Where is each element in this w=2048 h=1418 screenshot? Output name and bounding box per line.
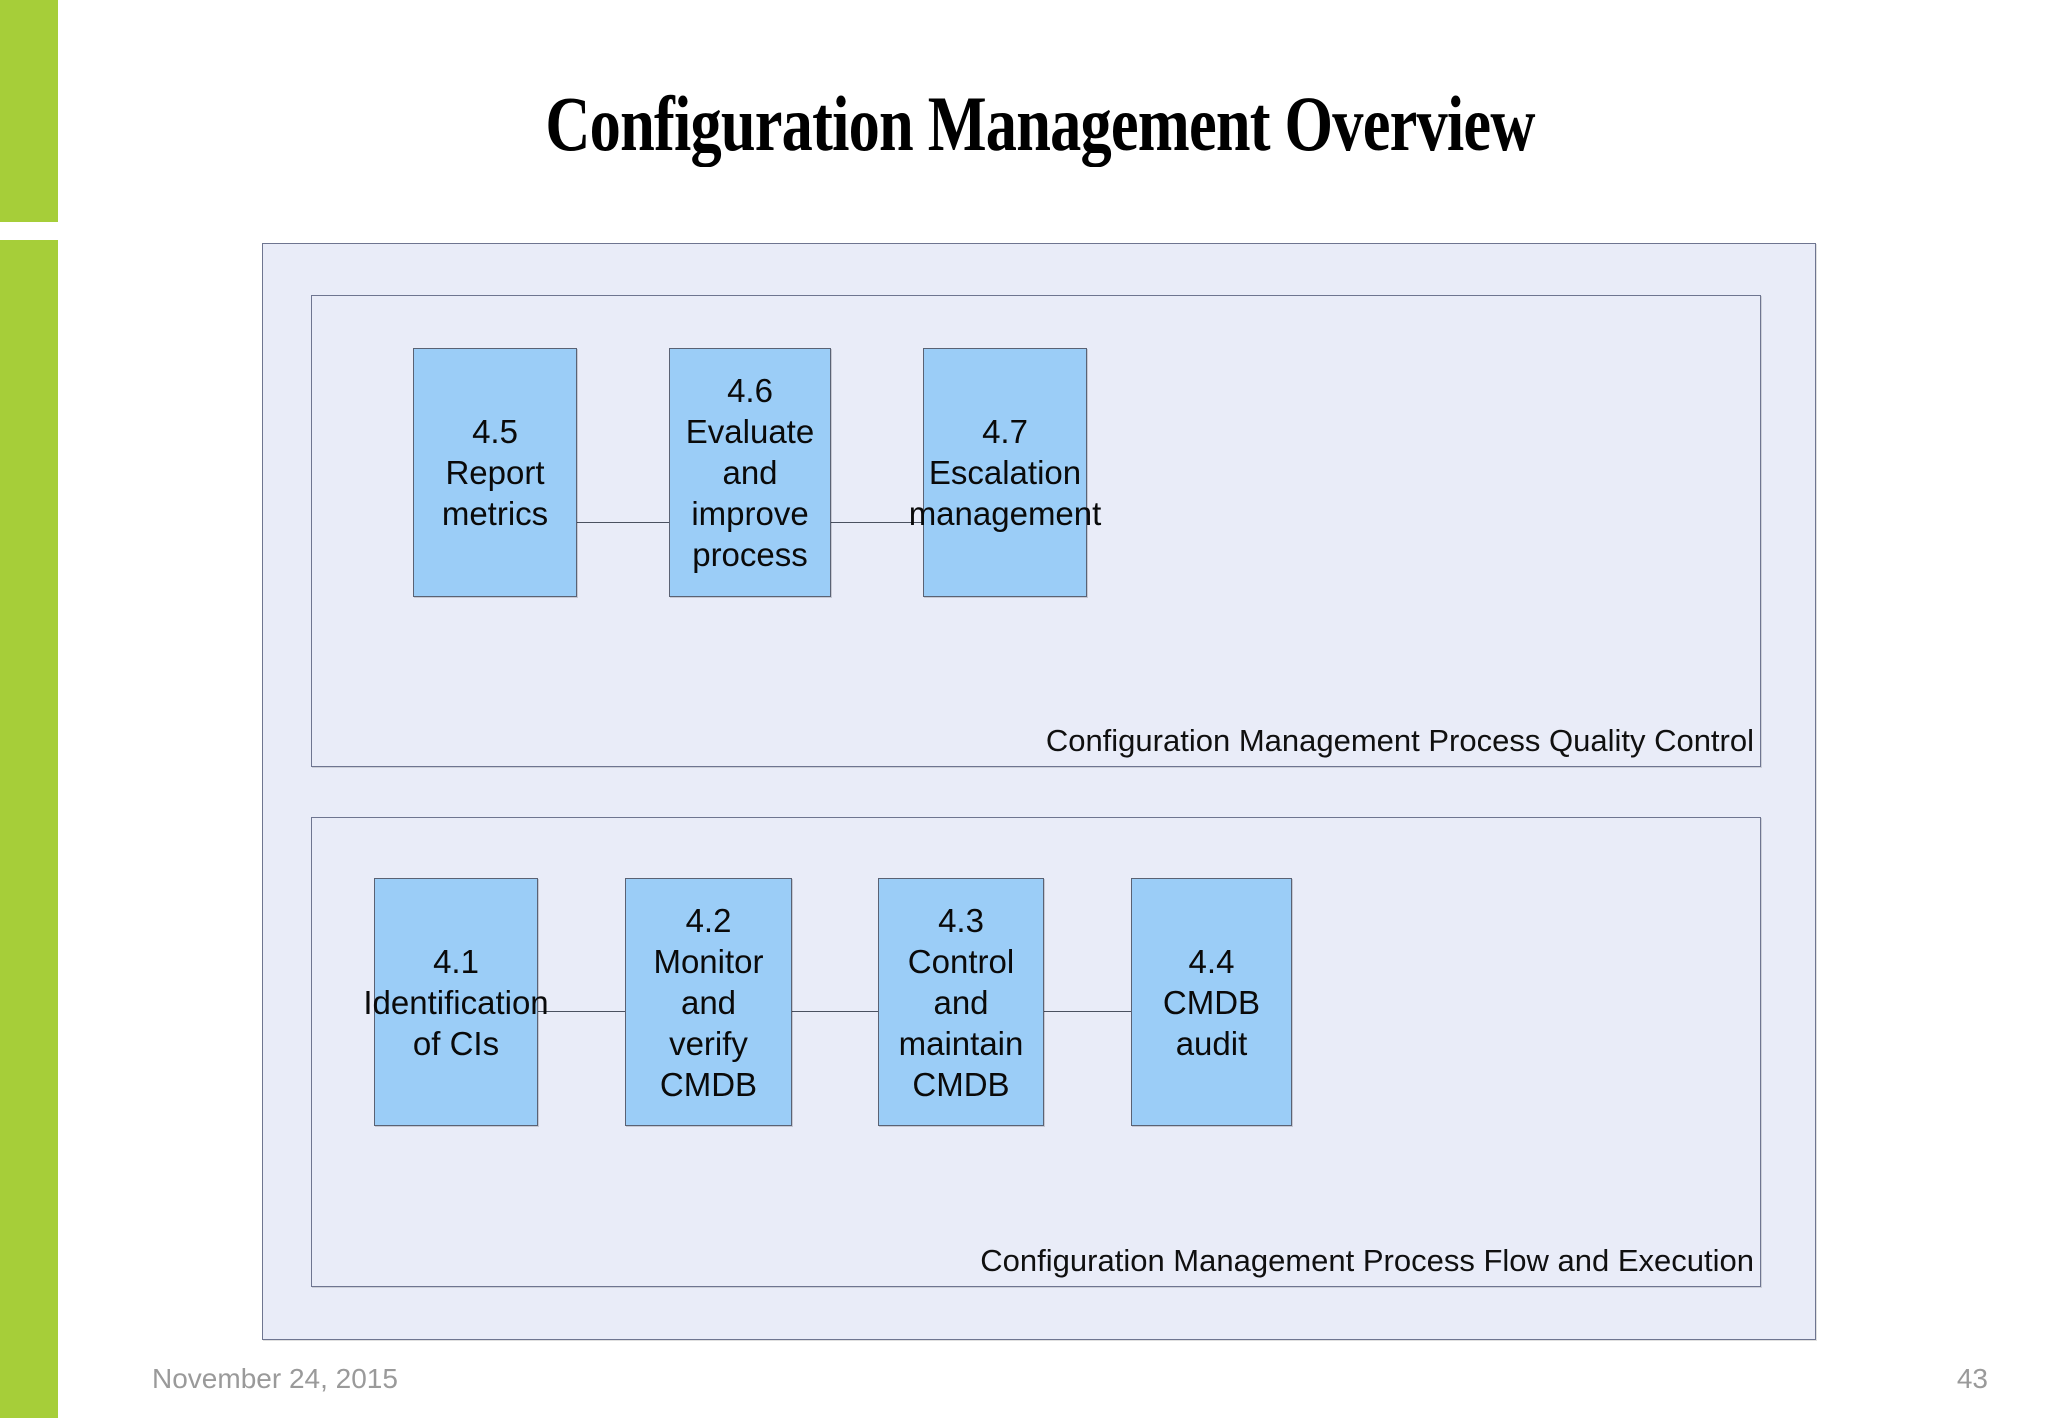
accent-bar-top <box>0 0 58 222</box>
process-box-4-5-text: 4.5 Report metrics <box>441 413 549 532</box>
process-box-4-4[interactable]: 4.4 CMDB audit <box>1131 878 1292 1126</box>
group-caption-quality-control: Configuration Management Process Quality… <box>1045 723 1754 758</box>
connector-4-3-to-4-4 <box>1044 1011 1131 1012</box>
connector-4-1-to-4-2 <box>538 1011 625 1012</box>
connector-4-5-to-4-6 <box>577 522 669 523</box>
connector-4-2-to-4-3 <box>792 1011 878 1012</box>
process-box-4-7-text: 4.7 Escalation management <box>908 413 1102 532</box>
process-box-4-7[interactable]: 4.7 Escalation management <box>909 348 1101 597</box>
group-caption-process-flow: Configuration Management Process Flow an… <box>980 1243 1754 1278</box>
accent-bar-main <box>0 240 58 1418</box>
process-box-4-6-text: 4.6 Evaluate and improve process <box>685 372 815 573</box>
process-box-4-3[interactable]: 4.3 Control and maintain CMDB <box>878 878 1044 1126</box>
process-box-4-2[interactable]: 4.2 Monitor and verify CMDB <box>625 878 792 1126</box>
connector-4-6-to-4-7 <box>831 522 923 523</box>
group-quality-control: 4.5 Report metrics 4.6 Evaluate and impr… <box>311 295 1761 767</box>
process-box-4-2-text: 4.2 Monitor and verify CMDB <box>653 901 764 1103</box>
process-box-4-4-text: 4.4 CMDB audit <box>1162 942 1261 1062</box>
footer-page-number: 43 <box>1956 1363 1988 1394</box>
process-box-4-1[interactable]: 4.1 Identification of CIs <box>363 878 549 1126</box>
diagram-frame: 4.5 Report metrics 4.6 Evaluate and impr… <box>262 243 1816 1340</box>
process-box-4-3-text: 4.3 Control and maintain CMDB <box>898 901 1024 1103</box>
process-box-4-6[interactable]: 4.6 Evaluate and improve process <box>669 348 831 597</box>
group-process-flow: 4.1 Identification of CIs 4.2 Monitor an… <box>311 817 1761 1287</box>
process-box-4-1-text: 4.1 Identification of CIs <box>363 942 549 1062</box>
process-box-4-5[interactable]: 4.5 Report metrics <box>413 348 577 597</box>
footer-date: November 24, 2015 <box>152 1363 398 1394</box>
page-title: Configuration Management Overview <box>545 80 1535 167</box>
